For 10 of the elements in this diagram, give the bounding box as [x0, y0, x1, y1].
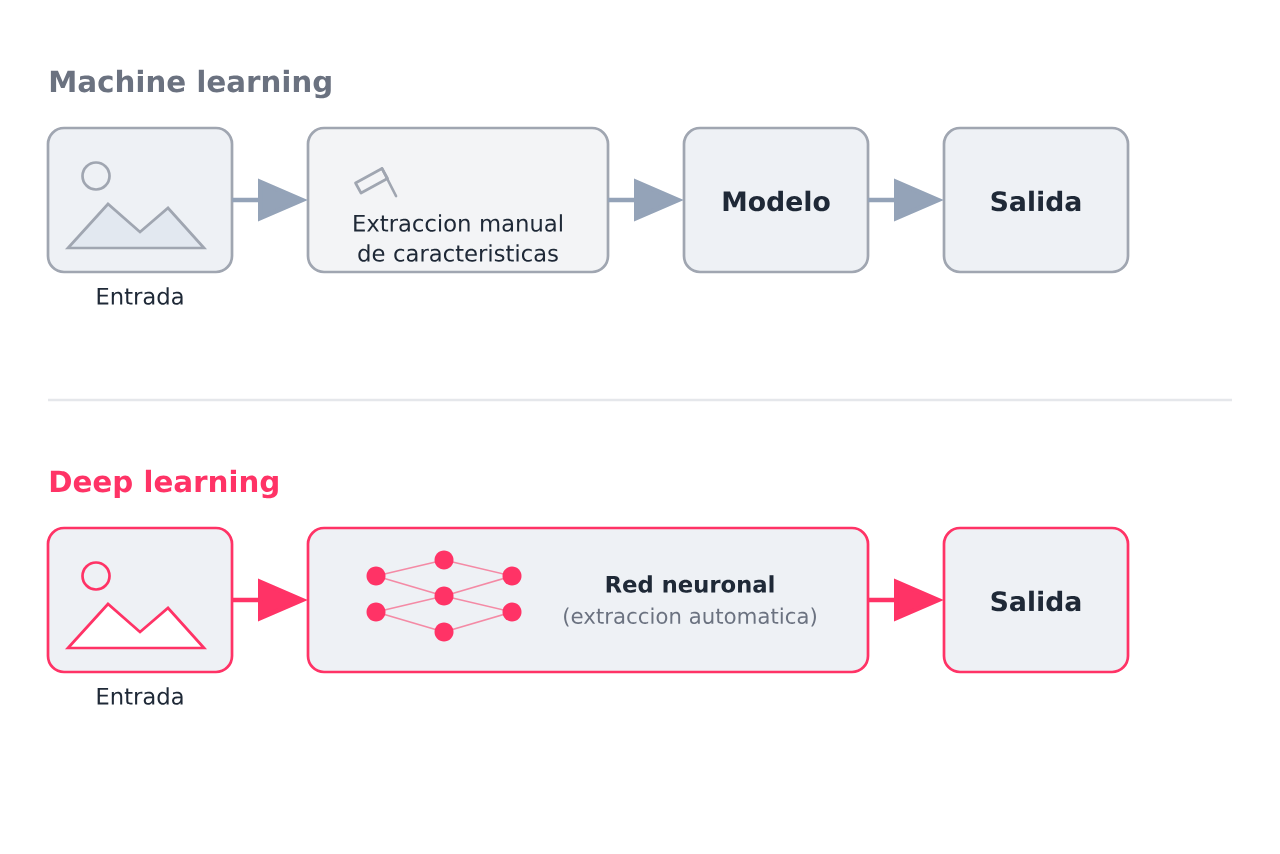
section-heading: Machine learning: [50, 69, 331, 99]
box-label: Salida: [991, 190, 1081, 212]
node-caption: Entrada: [97, 287, 183, 305]
box-subtitle: (extraccion automatica): [564, 607, 816, 627]
box-label: Salida: [991, 590, 1081, 612]
section-heading: Deep learning: [50, 469, 278, 499]
box-label: Red neuronal: [606, 575, 774, 593]
box-label: Modelo: [723, 190, 830, 212]
box-label: Extraccion manual de caracteristicas: [354, 214, 562, 262]
node-caption: Entrada: [97, 687, 183, 705]
